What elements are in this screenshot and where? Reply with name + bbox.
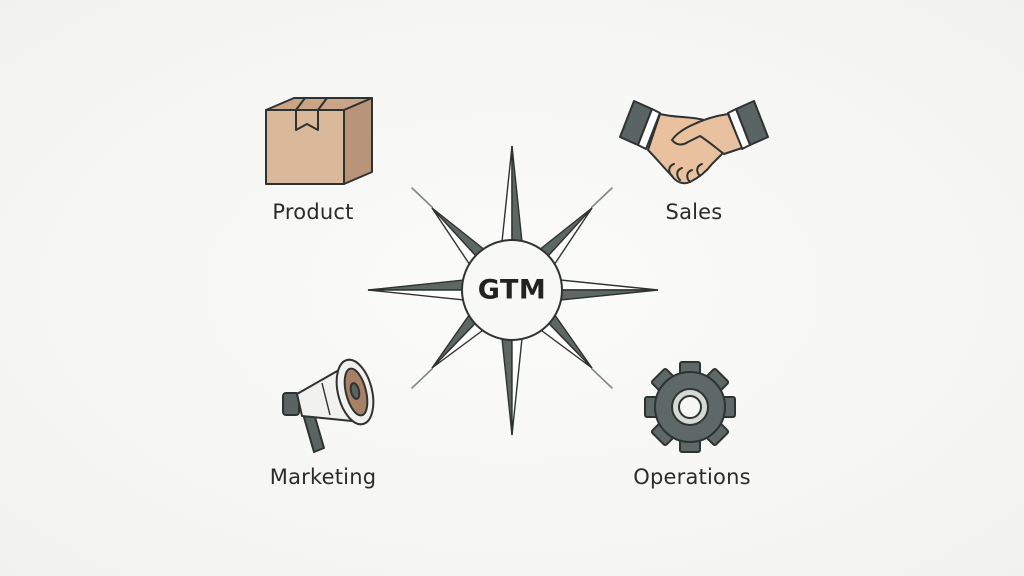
node-label-operations: Operations <box>633 465 751 489</box>
node-label-marketing: Marketing <box>269 465 377 489</box>
megaphone-icon <box>282 358 375 453</box>
center-label: GTM <box>477 274 547 306</box>
center-circle <box>461 239 563 341</box>
compass-star <box>367 145 659 436</box>
gear-icon <box>644 361 736 453</box>
handshake-icon <box>619 100 769 185</box>
node-label-sales: Sales <box>665 200 723 224</box>
connector-sales <box>591 187 613 208</box>
connector-marketing <box>411 368 433 389</box>
connector-operations <box>591 368 613 389</box>
connector-product <box>411 187 433 208</box>
connectors <box>411 187 613 389</box>
node-label-product: Product <box>272 200 354 224</box>
box-icon <box>265 97 373 185</box>
